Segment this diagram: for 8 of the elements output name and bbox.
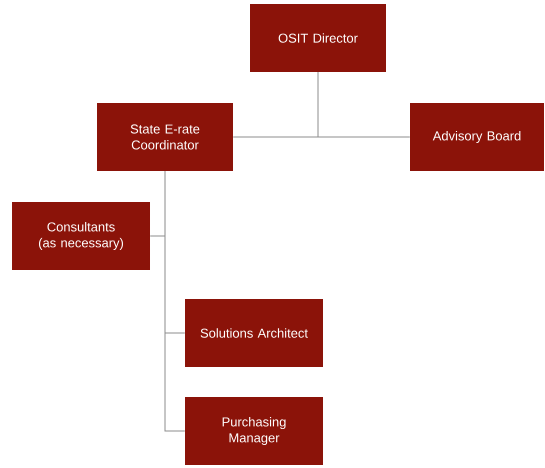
org-box: OSIT Director xyxy=(250,4,386,72)
org-box: Advisory Board xyxy=(410,102,544,171)
connector-line xyxy=(164,170,186,432)
connector-line xyxy=(318,72,410,138)
org-box: Solutions Architect xyxy=(185,298,323,367)
org-box: State E-rate Coordinator xyxy=(97,102,233,171)
org-box: Consultants (as necessary) xyxy=(12,202,150,270)
org-box: Purchasing Manager xyxy=(185,396,323,465)
